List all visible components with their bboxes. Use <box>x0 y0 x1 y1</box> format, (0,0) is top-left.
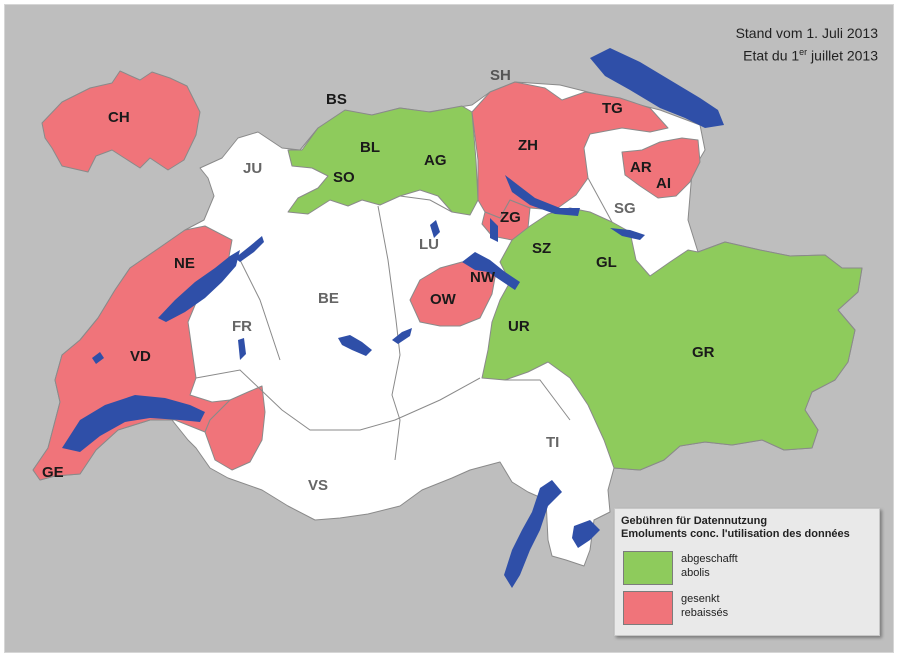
lake-zurich <box>505 175 580 216</box>
legend-abolished-fr: abolis <box>681 567 710 579</box>
date-stamp: Stand vom 1. Juli 2013 Etat du 1er juill… <box>736 24 878 66</box>
label-lu: LU <box>419 236 439 253</box>
label-zh: ZH <box>518 137 538 154</box>
lake-zug <box>490 218 498 242</box>
label-fr: FR <box>232 318 252 335</box>
lake-sempach <box>430 220 440 238</box>
label-sh: SH <box>490 67 511 84</box>
label-vd: VD <box>130 348 151 365</box>
lake-geneva <box>62 395 205 452</box>
lake-biel <box>235 236 264 262</box>
legend-swatch-red <box>623 591 673 625</box>
label-ge: GE <box>42 464 64 481</box>
lake-small-ne <box>92 352 104 364</box>
legend-reduced-de: gesenkt <box>681 593 720 605</box>
legend-label-reduced: gesenkt rebaissés <box>681 592 728 620</box>
canton-ow-nw <box>409 261 497 327</box>
legend-swatch-green <box>623 551 673 585</box>
label-bl: BL <box>360 139 380 156</box>
label-ne: NE <box>174 255 195 272</box>
label-tg: TG <box>602 100 623 117</box>
label-ti: TI <box>546 434 559 451</box>
lake-brienz <box>392 328 412 344</box>
label-gl: GL <box>596 254 617 271</box>
label-gr: GR <box>692 344 715 361</box>
canton-ar-ai <box>621 137 701 199</box>
label-so: SO <box>333 169 355 186</box>
label-ag: AG <box>424 152 447 169</box>
date-line-de: Stand vom 1. Juli 2013 <box>735 25 878 41</box>
lake-lugano <box>572 520 600 548</box>
label-be: BE <box>318 290 339 307</box>
legend-label-abolished: abgeschafft abolis <box>681 552 738 580</box>
label-ai: AI <box>656 175 671 192</box>
canton-borders <box>195 177 613 461</box>
date-line-fr-sup: er <box>799 47 808 57</box>
legend-title-de: Gebühren für Datennutzung <box>621 515 768 527</box>
label-ow: OW <box>430 291 457 308</box>
label-vs: VS <box>308 477 328 494</box>
date-line-fr-post: juillet 2013 <box>807 47 878 64</box>
label-ju: JU <box>243 160 262 177</box>
label-ar: AR <box>630 159 652 176</box>
lake-neuchatel <box>158 250 240 322</box>
label-ur: UR <box>508 318 530 335</box>
lake-thun <box>338 335 372 356</box>
label-ch: CH <box>108 109 130 126</box>
lake-bodensee <box>590 48 724 128</box>
lake-lucerne <box>462 252 520 290</box>
legend-reduced-fr: rebaissés <box>681 607 729 619</box>
canton-vs-part <box>204 385 266 471</box>
canton-labels: CH BS SH BL AG ZH TG JU SO AR AI ZG SG L… <box>42 67 715 494</box>
label-sz: SZ <box>532 240 551 257</box>
canton-ag-bl-so <box>287 105 479 216</box>
label-bs: BS <box>326 91 347 108</box>
date-line-fr: Etat du 1er juillet 2013 <box>736 43 878 66</box>
canton-ch-inset <box>41 70 201 173</box>
label-zg: ZG <box>500 209 521 226</box>
canton-sz-gl-ur-gr <box>481 207 863 471</box>
legend-title-fr: Emoluments conc. l'utilisation des donné… <box>621 528 850 540</box>
legend: Gebühren für Datennutzung Emoluments con… <box>614 508 880 636</box>
lake-maggiore <box>504 480 562 588</box>
legend-abolished-de: abgeschafft <box>681 553 738 565</box>
label-nw: NW <box>470 269 496 286</box>
date-line-fr-pre: Etat du 1 <box>743 47 800 64</box>
lake-small-fr <box>238 338 246 360</box>
label-sg: SG <box>614 200 636 217</box>
lake-walensee <box>610 228 645 240</box>
